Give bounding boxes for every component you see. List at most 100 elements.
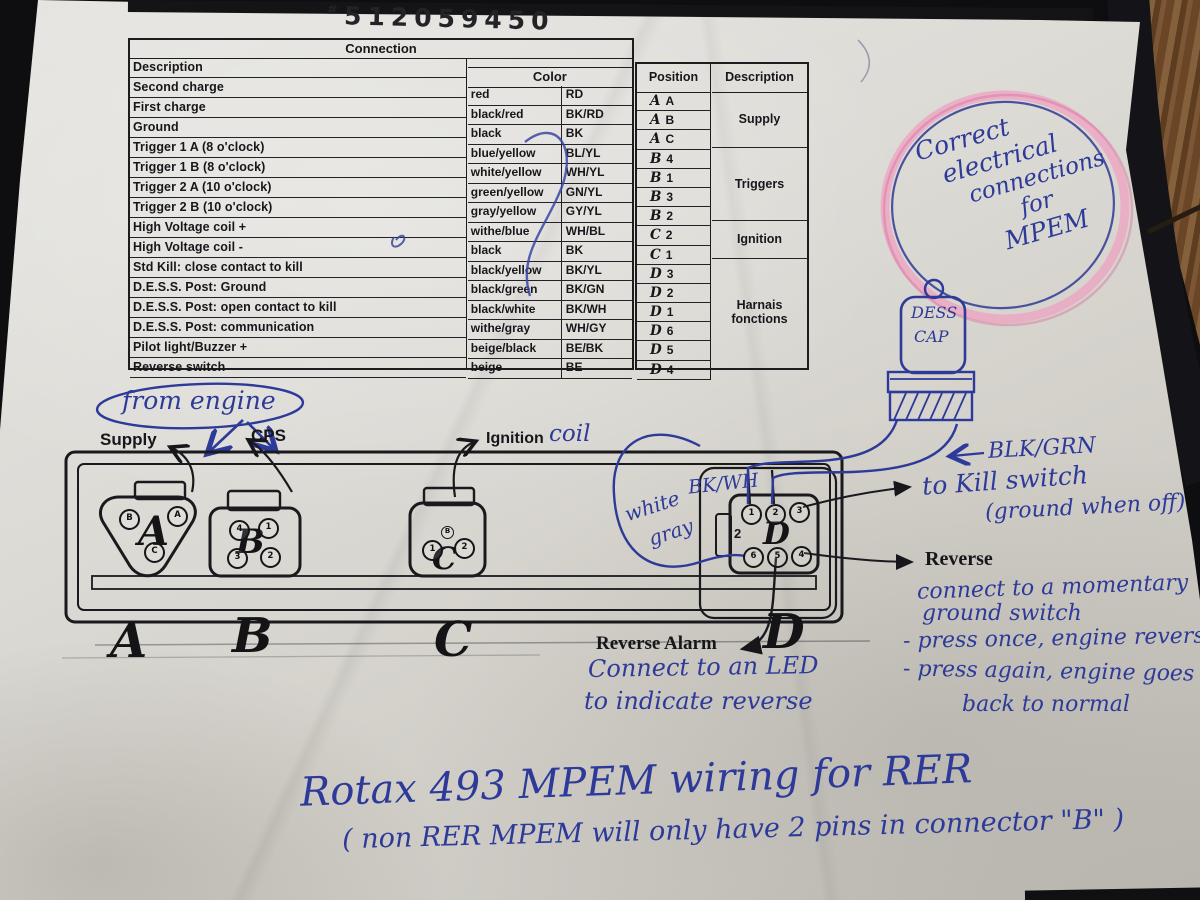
reverse-alarm-label: Reverse Alarm [596, 633, 717, 654]
table-row-description: D.E.S.S. Post: communication [130, 318, 466, 338]
coil-label: coil [549, 421, 591, 447]
table-row-description: High Voltage coil - [130, 238, 466, 258]
position-letter: B [650, 208, 662, 225]
part-number-hash: # [326, 2, 339, 19]
table-row-color: withe/gray WH/GY [467, 320, 632, 340]
color-name: black [468, 242, 562, 261]
position-letter: A [650, 112, 661, 129]
position-number: C [665, 132, 675, 147]
supply-label: Supply [100, 430, 157, 449]
table-row-color: black/green BK/GN [467, 281, 632, 301]
table-row-color: black/white BK/WH [467, 300, 632, 320]
color-name: gray/yellow [468, 203, 562, 222]
color-name: withe/gray [468, 320, 562, 339]
color-column: Color red RD black/red BK/RD black BK bl… [467, 58, 632, 379]
group-harnais: Harnais fonctions [731, 297, 788, 327]
bottom-letter-b: B [232, 608, 273, 664]
color-code: WH/GY [565, 321, 607, 335]
binder-bottom-edge [1024, 887, 1200, 900]
position-letter: D [650, 284, 662, 301]
connection-header: Connection [130, 40, 632, 59]
table-row-color: gray/yellow GY/YL [467, 203, 632, 223]
position-letter: D [650, 304, 662, 321]
table-row-description: Second charge [130, 78, 466, 98]
table-row-color: red RD [467, 86, 632, 106]
position-number: B [665, 113, 675, 128]
ignition-label: Ignition [486, 430, 544, 447]
color-name: black [468, 125, 562, 144]
position-letter: D [650, 323, 662, 340]
group-ignition: Ignition [712, 221, 807, 259]
table-row-description: D.E.S.S. Post: Ground [130, 278, 466, 298]
table-row-color: blue/yellow BL/YL [467, 144, 632, 164]
position-number: 4 [666, 151, 674, 166]
color-rows: red RD black/red BK/RD black BK blue/yel… [467, 86, 632, 379]
momentary-note-4: - press again, engine goes [902, 656, 1195, 687]
pin-d-4: 4 [791, 546, 812, 567]
group-supply: Supply [712, 92, 807, 148]
color-code: WH/BL [565, 223, 606, 238]
position-number: 3 [666, 266, 674, 281]
position-number: 3 [666, 189, 674, 204]
position-number: 4 [666, 362, 674, 377]
table-row-color: black BK [467, 242, 632, 262]
from-engine-note: from engine [122, 386, 276, 415]
table-row-description: Trigger 2 A (10 o'clock) [130, 178, 466, 198]
bottom-letter-c: C [434, 612, 473, 668]
description-column-header: Description [130, 58, 466, 78]
connect-led-note-1: Connect to an LED [587, 650, 819, 684]
pin-d-6: 6 [743, 547, 764, 568]
color-code: BK/GN [565, 282, 605, 296]
color-name: green/yellow [468, 183, 562, 202]
reverse-label: Reverse [925, 548, 993, 570]
position-number: 1 [666, 305, 674, 320]
color-name: red [468, 86, 562, 105]
position-letter: B [650, 188, 662, 205]
position-number: 1 [665, 247, 673, 262]
color-code: GY/YL [565, 204, 602, 218]
table-row-description: D.E.S.S. Post: open contact to kill [130, 298, 466, 318]
color-code: BK/WH [565, 301, 607, 316]
position-letter: B [650, 150, 662, 167]
position-number: 6 [666, 324, 674, 339]
table-row-color: white/yellow WH/YL [467, 164, 632, 184]
pin-b-2: 2 [260, 547, 281, 568]
color-code: RD [565, 87, 584, 101]
pin-d-5: 5 [767, 547, 788, 568]
position-letter: D [650, 265, 662, 282]
function-group-column: Supply Triggers Ignition Harnais fonctio… [712, 92, 807, 368]
table-row-color: withe/blue WH/BL [467, 222, 632, 242]
table-row-description: Ground [130, 118, 466, 138]
color-code: BE/BK [565, 340, 604, 355]
position-number: A [665, 94, 675, 108]
table-row-description: Trigger 1 B (8 o'clock) [130, 158, 466, 178]
connector-d-side-label: 2 [734, 526, 742, 541]
color-code: WH/YL [565, 165, 605, 179]
table-row-description: First charge [130, 98, 466, 118]
table-row-color: beige BE [467, 359, 632, 379]
table-row-description: Std Kill: close contact to kill [130, 258, 466, 278]
position-letter: A [650, 93, 661, 109]
pin-d-3: 3 [789, 502, 810, 523]
position-letter: A [650, 131, 661, 148]
table-row-color: black BK [467, 125, 632, 145]
position-letter: C [650, 246, 661, 263]
pin-c-1: 1 [422, 540, 443, 561]
color-name: blue/yellow [468, 144, 562, 163]
pin-b-4: 4 [229, 520, 250, 541]
connect-led-note-2: to indicate reverse [584, 687, 813, 715]
position-number: 2 [665, 228, 673, 243]
color-code: BE [565, 360, 583, 374]
table-row-description: High Voltage coil + [130, 218, 466, 238]
pin-a-c: C [144, 542, 165, 563]
color-name: beige/black [468, 339, 562, 358]
pin-d-2: 2 [765, 504, 786, 525]
